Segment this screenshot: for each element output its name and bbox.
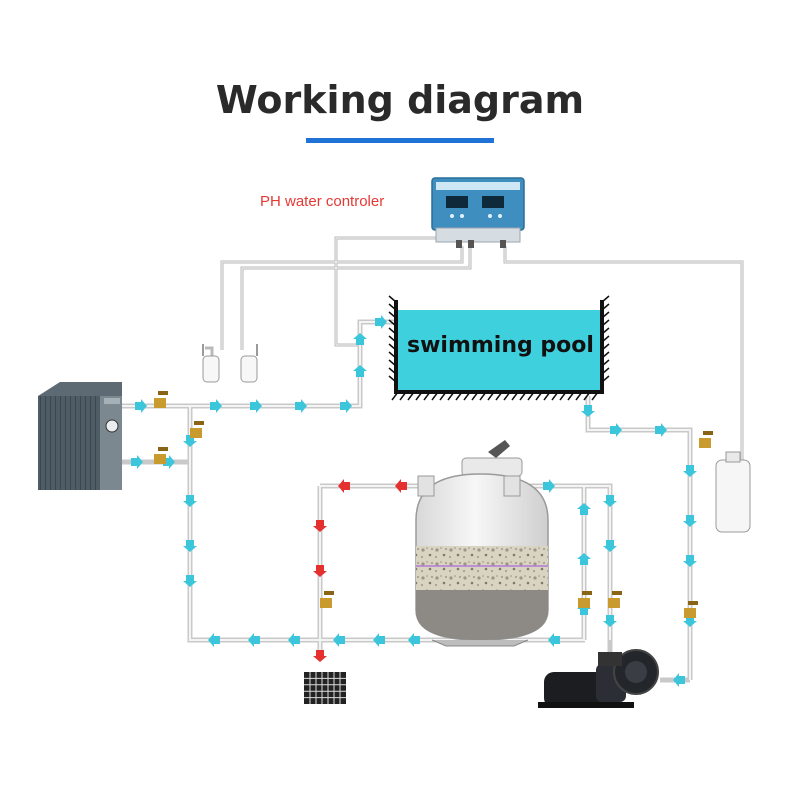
- water-flow-arrow: [353, 333, 367, 345]
- water-flow-arrow: [577, 553, 591, 565]
- water-flow-arrow: [208, 633, 220, 647]
- water-flow-arrow: [135, 399, 147, 413]
- water-flow-arrow: [683, 465, 697, 477]
- valves: [154, 391, 713, 618]
- valve-icon: [608, 591, 622, 608]
- water-flow-arrow: [375, 315, 387, 329]
- water-flow-arrow: [581, 405, 595, 417]
- water-flow-arrow: [353, 365, 367, 377]
- valve-icon: [190, 421, 204, 438]
- valve-icon: [154, 447, 168, 464]
- valve-icon: [578, 591, 592, 608]
- water-flow-arrow: [131, 455, 143, 469]
- water-flow-arrow: [183, 495, 197, 507]
- drain: [304, 672, 346, 704]
- chemical-tank: [715, 451, 751, 533]
- backwash-flow-arrow: [313, 650, 327, 662]
- water-flow-arrow: [683, 555, 697, 567]
- water-pump: [538, 649, 659, 708]
- water-flow-arrow: [577, 503, 591, 515]
- backwash-flow-arrow: [313, 565, 327, 577]
- water-flow-arrow: [673, 673, 685, 687]
- ph-controller: [431, 177, 525, 248]
- valve-icon: [154, 391, 168, 408]
- water-flow-arrow: [603, 615, 617, 627]
- flow-arrows: [131, 315, 697, 687]
- water-flow-arrow: [183, 540, 197, 552]
- water-flow-arrow: [340, 399, 352, 413]
- backwash-flow-arrow: [395, 479, 407, 493]
- water-flow-arrow: [210, 399, 222, 413]
- water-flow-arrow: [610, 423, 622, 437]
- sensor-probes: [202, 344, 258, 383]
- backwash-flow-arrow: [338, 479, 350, 493]
- water-flow-arrow: [548, 633, 560, 647]
- water-flow-arrow: [543, 479, 555, 493]
- water-flow-arrow: [183, 575, 197, 587]
- water-flow-arrow: [603, 540, 617, 552]
- ph-controller-label: PH water controler: [260, 193, 385, 210]
- backwash-flow-arrow: [313, 520, 327, 532]
- valve-icon: [684, 601, 698, 618]
- pool-label: swimming pool: [407, 333, 594, 358]
- swimming-pool: [388, 295, 610, 401]
- water-flow-arrow: [248, 633, 260, 647]
- valve-icon: [699, 431, 713, 448]
- controller-lines: [205, 236, 744, 462]
- water-flow-arrow: [655, 423, 667, 437]
- water-flow-arrow: [603, 495, 617, 507]
- diagram-title: Working diagram: [215, 78, 585, 122]
- water-flow-arrow: [333, 633, 345, 647]
- water-flow-arrow: [295, 399, 307, 413]
- title-underline: [306, 138, 494, 143]
- valve-icon: [320, 591, 334, 608]
- water-flow-arrow: [408, 633, 420, 647]
- sand-filter: [415, 440, 549, 647]
- water-flow-arrow: [250, 399, 262, 413]
- heat-pump: [38, 382, 122, 490]
- water-flow-arrow: [683, 515, 697, 527]
- water-flow-arrow: [288, 633, 300, 647]
- water-flow-arrow: [373, 633, 385, 647]
